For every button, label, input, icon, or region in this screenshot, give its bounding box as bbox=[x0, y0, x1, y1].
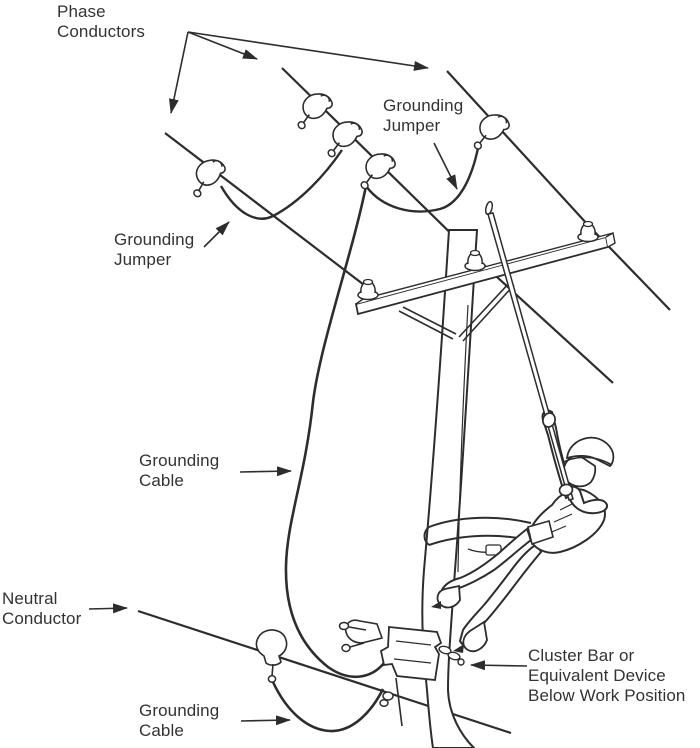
grounding-cable-to-neutral bbox=[271, 681, 385, 733]
grounding-clamp-phase2b bbox=[317, 114, 366, 162]
lineworker bbox=[423, 409, 615, 653]
worker-hand-lower bbox=[558, 483, 574, 497]
arrow-phase-conductor-1 bbox=[168, 31, 189, 114]
arrow-neutral-conductor bbox=[88, 603, 128, 614]
worker-leg-lower bbox=[458, 542, 543, 646]
worker-belt bbox=[527, 520, 554, 546]
worker-boot-lower bbox=[462, 620, 488, 653]
arrow-grounding-jumper-top bbox=[433, 142, 458, 190]
arrow-grounding-cable-bottom bbox=[240, 715, 291, 726]
worker-fist-upper bbox=[542, 412, 556, 428]
hot-stick bbox=[484, 200, 574, 501]
insulator-left bbox=[357, 278, 379, 301]
arrow-grounding-jumper-left bbox=[203, 221, 230, 248]
grounding-cable-downlead bbox=[284, 185, 386, 679]
arrow-cluster-bar bbox=[470, 660, 528, 671]
label-cluster-bar: Cluster Bar or Equivalent Device Below W… bbox=[528, 646, 686, 705]
label-grounding-cable-bottom: Grounding Cable bbox=[139, 701, 220, 740]
insulator-right bbox=[577, 220, 599, 243]
worker-gaff-upper bbox=[431, 601, 441, 609]
grounding-clamp-neutral bbox=[255, 629, 288, 683]
grounding-clamp-phase2a bbox=[287, 86, 336, 134]
label-grounding-jumper-top: Grounding Jumper bbox=[383, 96, 464, 135]
label-grounding-jumper-left: Grounding Jumper bbox=[114, 230, 195, 269]
grounding-clamp-phase2c bbox=[350, 146, 399, 194]
worker-hat-brim bbox=[559, 456, 613, 466]
worker-gaff-lower bbox=[453, 644, 464, 653]
cluster-bar-device bbox=[338, 619, 465, 727]
crossarm bbox=[354, 235, 610, 316]
label-neutral-conductor: Neutral Conductor bbox=[2, 589, 82, 628]
callout-arrows bbox=[88, 31, 528, 726]
pole-grain-line bbox=[457, 304, 469, 573]
crossarm-brace bbox=[398, 280, 515, 342]
label-grounding-cable-mid: Grounding Cable bbox=[139, 451, 220, 490]
grounding-jumper-line-2 bbox=[365, 147, 480, 213]
worker-torso bbox=[528, 488, 606, 554]
arrow-phase-conductor-2 bbox=[187, 31, 258, 60]
insulator-middle bbox=[464, 249, 486, 272]
arrow-phase-conductor-3 bbox=[187, 31, 429, 71]
worker-hard-hat bbox=[565, 436, 615, 468]
crossarm-assembly bbox=[354, 220, 616, 342]
arrow-grounding-cable-mid bbox=[239, 466, 292, 477]
phase-conductor-1 bbox=[164, 132, 373, 292]
grounding-jumper-line-1 bbox=[219, 149, 343, 220]
label-phase-conductors: Phase Conductors bbox=[57, 2, 145, 41]
grounding-clamp-phase1 bbox=[182, 152, 229, 202]
